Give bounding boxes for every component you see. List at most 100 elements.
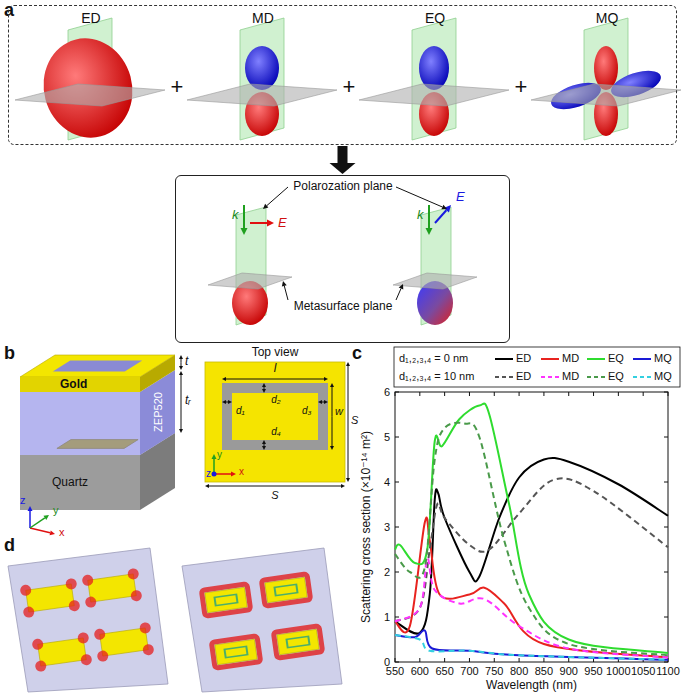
gold-ring bbox=[277, 629, 319, 654]
tick bbox=[419, 392, 420, 396]
dimension-line bbox=[324, 400, 328, 404]
ring-hole bbox=[53, 361, 143, 372]
gold-pad bbox=[226, 647, 247, 657]
legend-text: EQ bbox=[608, 352, 624, 365]
panel-label: d bbox=[4, 535, 15, 556]
tick-label: 600 bbox=[411, 665, 429, 678]
ring-gap bbox=[273, 583, 298, 596]
field-arrow bbox=[250, 222, 267, 224]
tick-label: 4 bbox=[384, 476, 390, 489]
gold-ring bbox=[261, 574, 310, 606]
tick-label: 850 bbox=[535, 665, 553, 678]
axis-dot bbox=[212, 472, 217, 477]
tick-label: 950 bbox=[584, 665, 602, 678]
tick bbox=[664, 392, 668, 393]
node-text: k bbox=[417, 208, 424, 223]
dimension-line bbox=[332, 417, 333, 447]
gold-pad bbox=[232, 393, 318, 440]
field-hotspot bbox=[273, 626, 322, 658]
axis-title: Wavelength (nm) bbox=[486, 679, 577, 693]
radiation-lobe bbox=[419, 46, 449, 90]
tick bbox=[395, 572, 399, 573]
dimension-line bbox=[262, 389, 266, 393]
tick-label: 750 bbox=[485, 665, 503, 678]
legend-line bbox=[495, 358, 513, 360]
node-text: Metasurface plane bbox=[294, 300, 393, 314]
dimension-line bbox=[264, 388, 265, 389]
dimension-line bbox=[262, 383, 266, 387]
radiation-lobe bbox=[245, 46, 279, 90]
tick bbox=[593, 392, 594, 396]
gold-pad bbox=[216, 595, 237, 605]
legend-text: ED bbox=[516, 352, 531, 365]
dimension-line bbox=[181, 359, 182, 363]
tick bbox=[419, 658, 420, 662]
metasurface-plane bbox=[359, 84, 509, 106]
axis-arrow bbox=[30, 528, 50, 533]
field-hotspot bbox=[81, 574, 93, 586]
dimension-line bbox=[222, 400, 226, 404]
node-text: E bbox=[278, 216, 287, 231]
unit-cell-top bbox=[205, 362, 345, 482]
field-hotspot bbox=[65, 578, 77, 590]
view-title: Top view bbox=[252, 346, 299, 360]
ring-gap bbox=[285, 635, 310, 648]
tick-label: 1 bbox=[384, 611, 390, 624]
dimension-line bbox=[209, 486, 275, 487]
node-text: E bbox=[456, 190, 465, 205]
dimension-line bbox=[226, 402, 227, 403]
tick bbox=[618, 392, 619, 396]
leader-line bbox=[284, 286, 288, 300]
panel-label: c bbox=[352, 343, 362, 364]
node-text: + bbox=[171, 74, 184, 99]
tick bbox=[568, 392, 569, 396]
data-curve bbox=[395, 518, 668, 658]
dimension-line bbox=[181, 363, 182, 367]
field-hotspot bbox=[68, 599, 80, 611]
tick bbox=[664, 572, 668, 573]
dimension: tᵣ bbox=[185, 394, 191, 408]
part-name: Quartz bbox=[52, 476, 88, 490]
dimension-line bbox=[330, 383, 334, 387]
gold-bar bbox=[31, 632, 92, 673]
tick bbox=[444, 658, 445, 662]
dimension-line bbox=[228, 400, 232, 404]
gold-bar bbox=[100, 628, 149, 656]
part-name: Gold bbox=[60, 378, 87, 392]
tick bbox=[395, 617, 399, 618]
field-hotspot bbox=[142, 643, 154, 655]
dimension-line bbox=[179, 366, 183, 370]
data-curve bbox=[395, 558, 668, 657]
field-hotspot bbox=[77, 632, 89, 644]
field-hotspot bbox=[35, 660, 47, 672]
tick bbox=[395, 482, 399, 483]
tick bbox=[668, 392, 669, 396]
ring-gap bbox=[213, 593, 238, 606]
gold-bar bbox=[26, 584, 75, 612]
dimension-line bbox=[322, 402, 323, 403]
field-arrow bbox=[267, 220, 274, 227]
tick bbox=[664, 662, 668, 663]
polarization-plane bbox=[240, 18, 284, 140]
tick-label: 650 bbox=[435, 665, 453, 678]
field-hotspot bbox=[211, 636, 260, 668]
tick-label: 1100 bbox=[656, 665, 680, 678]
metasurface-plane bbox=[8, 548, 168, 692]
gold-ring bbox=[205, 587, 247, 612]
dimension-line bbox=[324, 377, 328, 381]
panel-label: b bbox=[4, 343, 15, 364]
flow-arrow bbox=[338, 146, 348, 163]
axis-title: Scattering cross section (×10⁻¹⁴ m²) bbox=[360, 431, 374, 623]
field-hotspot bbox=[261, 574, 310, 606]
gold-ring bbox=[20, 377, 140, 392]
gold-pad bbox=[276, 585, 297, 595]
leader-line bbox=[441, 205, 447, 210]
tick bbox=[494, 658, 495, 662]
axis-arrow bbox=[231, 472, 236, 477]
wave-vector-arrow bbox=[241, 228, 248, 235]
tick bbox=[519, 392, 520, 396]
ring-gap bbox=[223, 645, 248, 658]
gold-ring bbox=[273, 626, 322, 658]
metasurface-plane bbox=[208, 273, 292, 289]
